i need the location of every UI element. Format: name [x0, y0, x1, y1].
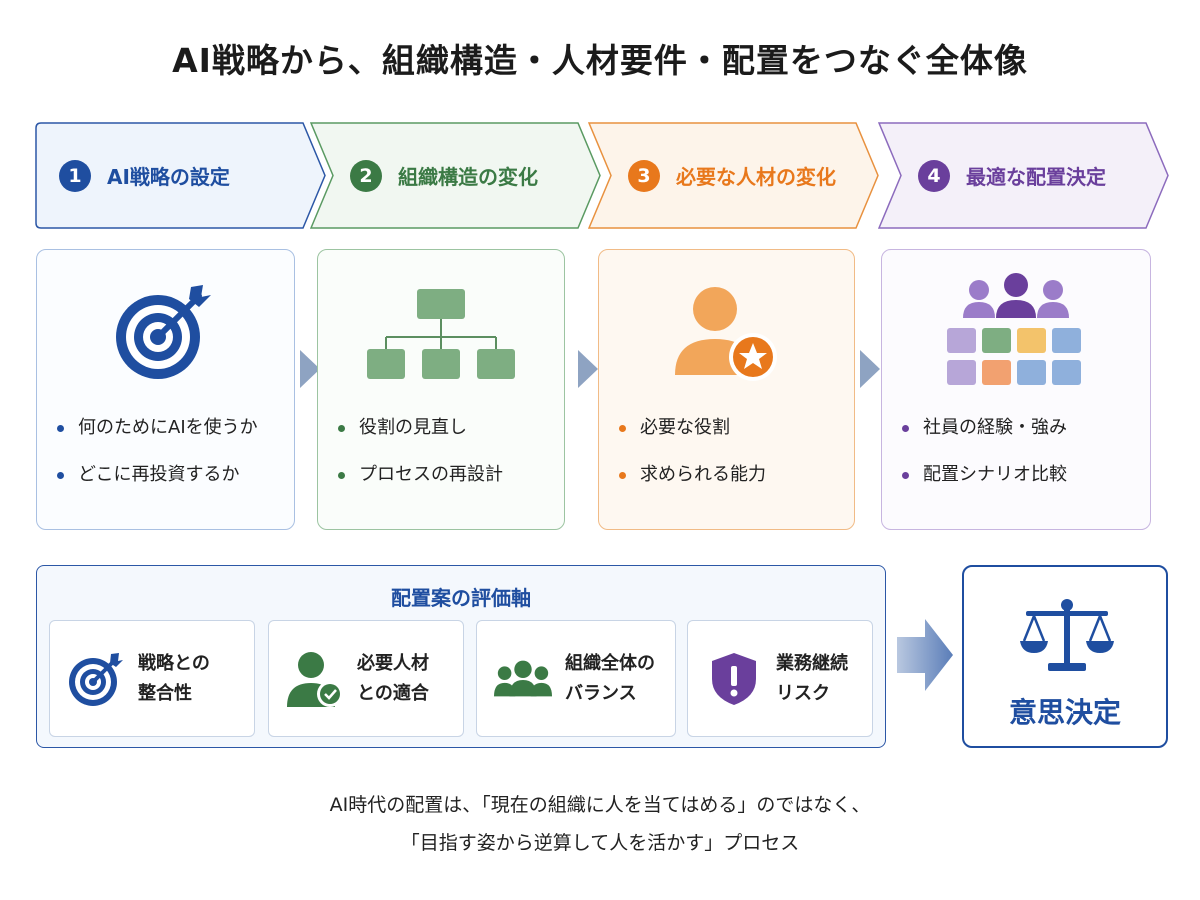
bullet-dot	[619, 471, 626, 479]
bullet-text: 必要な役割	[640, 417, 730, 438]
card-organization: 役割の見直し プロセスの再設計	[317, 249, 565, 530]
chevron-shape	[588, 122, 879, 229]
criterion-label-line2: との適合	[357, 682, 429, 704]
bullet-dot	[619, 424, 626, 432]
decision-box: 意思決定	[962, 565, 1168, 748]
chevron-shape	[878, 122, 1169, 229]
step-3: 3 必要な人材の変化	[588, 122, 880, 229]
shield-alert-icon	[712, 652, 756, 705]
criterion-label-line2: リスク	[776, 682, 830, 704]
person-star-icon	[674, 287, 777, 381]
step-number: 1	[59, 159, 91, 192]
bullet-dot	[57, 471, 64, 479]
bullet-dot	[57, 424, 64, 432]
target-icon	[115, 285, 211, 379]
criterion-strategy-fit: 戦略との 整合性	[49, 620, 255, 737]
step-label: 必要な人材の変化	[676, 165, 836, 189]
criterion-org-balance: 組織全体の バランス	[476, 620, 676, 737]
criterion-continuity-risk: 業務継続 リスク	[687, 620, 873, 737]
group-icon	[493, 660, 553, 696]
evaluation-title: 配置案の評価軸	[391, 586, 531, 610]
step-number: 2	[350, 159, 382, 192]
card-talent: 必要な役割 求められる能力	[598, 249, 855, 530]
criterion-label-line1: 必要人材	[357, 652, 429, 674]
step-label: AI戦略の設定	[107, 165, 230, 189]
evaluation-panel: 配置案の評価軸 戦略との 整合性	[36, 565, 886, 748]
chevron-shape	[310, 122, 601, 229]
step-4: 4 最適な配置決定	[878, 122, 1170, 229]
step-label: 組織構造の変化	[398, 165, 538, 189]
criterion-label-line1: 組織全体の	[565, 652, 655, 674]
bullet-dot	[338, 471, 345, 479]
step-number: 4	[918, 159, 950, 192]
org-chart-icon	[367, 289, 515, 379]
person-check-icon	[287, 651, 343, 707]
bullet-text: 役割の見直し	[359, 417, 467, 438]
list-item: 何のためにAIを使うか	[57, 416, 258, 440]
bullet-dot	[902, 424, 909, 432]
criterion-label-line2: 整合性	[138, 682, 192, 704]
criterion-label-line2: バランス	[565, 682, 637, 704]
bullet-dot	[338, 424, 345, 432]
decision-label: 意思決定	[1008, 696, 1121, 729]
bullet-text: プロセスの再設計	[359, 464, 503, 485]
criterion-label-line1: 業務継続	[776, 652, 848, 674]
bullet-text: 配置シナリオ比較	[923, 464, 1067, 485]
card-placement: 社員の経験・強み 配置シナリオ比較	[881, 249, 1151, 530]
list-item: 社員の経験・強み	[902, 416, 1067, 440]
criterion-label-line1: 戦略との	[138, 652, 210, 674]
bullet-text: どこに再投資するか	[78, 464, 240, 485]
list-item: 役割の見直し	[338, 416, 503, 440]
people-grid-icon	[947, 273, 1081, 385]
arrow-right-icon	[300, 350, 320, 388]
step-2: 2 組織構造の変化	[310, 122, 602, 229]
step-1: 1 AI戦略の設定	[35, 122, 327, 229]
arrow-right-icon	[897, 619, 953, 691]
bullet-text: 何のためにAIを使うか	[78, 417, 258, 438]
arrow-right-icon	[578, 350, 598, 388]
scale-icon	[1020, 599, 1114, 671]
list-item: 必要な役割	[619, 416, 766, 440]
card-strategy: 何のためにAIを使うか どこに再投資するか	[36, 249, 295, 530]
step-label: 最適な配置決定	[966, 165, 1106, 189]
criterion-talent-fit: 必要人材 との適合	[268, 620, 464, 737]
list-item: 求められる能力	[619, 463, 766, 487]
target-icon	[69, 652, 123, 706]
list-item: 配置シナリオ比較	[902, 463, 1067, 487]
list-item: どこに再投資するか	[57, 463, 258, 487]
bullet-text: 社員の経験・強み	[923, 417, 1067, 438]
chevron-shape	[35, 122, 326, 229]
bullet-dot	[902, 471, 909, 479]
footer-line-2: 「目指す姿から逆算して人を活かす」プロセス	[400, 832, 800, 854]
bullet-text: 求められる能力	[640, 464, 766, 485]
list-item: プロセスの再設計	[338, 463, 503, 487]
arrow-right-icon	[860, 350, 880, 388]
page-title: AI戦略から、組織構造・人材要件・配置をつなぐ全体像	[172, 41, 1028, 80]
step-number: 3	[628, 159, 660, 192]
footer-line-1: AI時代の配置は、「現在の組織に人を当てはめる」のではなく、	[329, 794, 871, 816]
